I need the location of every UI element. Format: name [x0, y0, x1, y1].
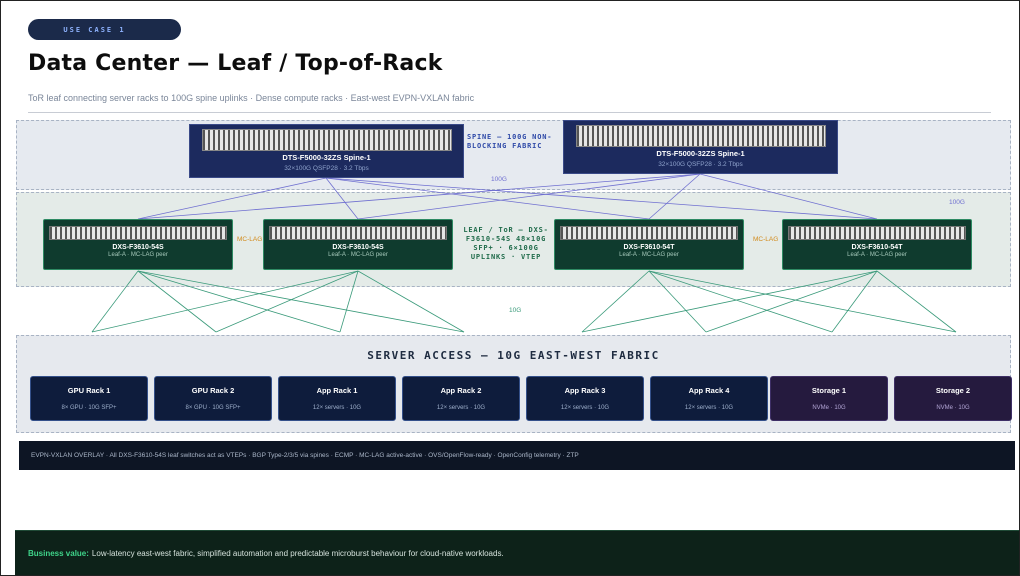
leaf-switch-4[interactable]: DXS-F3610-54T Leaf-A · MC-LAG peer	[782, 219, 972, 270]
rack-storage-2[interactable]: Storage 2 NVMe · 10G	[894, 376, 1012, 421]
spine-switch-2[interactable]: DTS-F5000-32ZS Spine-1 32×100G QSFP28 · …	[563, 120, 838, 174]
switch-ports-icon	[49, 226, 227, 240]
rack-spec: 12× servers · 10G	[684, 405, 734, 411]
rack-app-1[interactable]: App Rack 1 12× servers · 10G	[278, 376, 396, 421]
rack-name: App Rack 2	[440, 386, 482, 395]
leaf-role: Leaf-A · MC-LAG peer	[108, 252, 168, 258]
rack-name: Storage 2	[935, 386, 971, 395]
switch-ports-icon	[201, 129, 452, 151]
mclag-label-2: MC-LAG	[753, 236, 779, 243]
spine-spec: 32×100G QSFP28 · 3.2 Tbps	[284, 165, 369, 172]
rack-name: GPU Rack 2	[191, 386, 235, 395]
leaf-name: DXS-F3610-54S	[332, 244, 384, 251]
rack-app-3[interactable]: App Rack 3 12× servers · 10G	[526, 376, 644, 421]
spine-name: DTS-F5000-32ZS Spine-1	[656, 149, 745, 158]
rack-gpu-2[interactable]: GPU Rack 2 8× GPU · 10G SFP+	[154, 376, 272, 421]
business-value-banner: Business value: Low-latency east-west fa…	[15, 530, 1019, 575]
leaf-tier-label: LEAF / ToR — DXS-F3610-54S 48×10G SFP+ ·…	[463, 226, 549, 261]
rack-name: Storage 1	[811, 386, 847, 395]
rack-name: App Rack 3	[564, 386, 606, 395]
rack-app-2[interactable]: App Rack 2 12× servers · 10G	[402, 376, 520, 421]
rack-spec: 12× servers · 10G	[312, 405, 362, 411]
spine-switch-1[interactable]: DTS-F5000-32ZS Spine-1 32×100G QSFP28 · …	[189, 124, 464, 178]
mclag-label-1: MC-LAG	[237, 236, 263, 243]
switch-ports-icon	[269, 226, 447, 240]
business-value-text: Low-latency east-west fabric, simplified…	[91, 549, 504, 558]
leaf-switch-3[interactable]: DXS-F3610-54T Leaf-A · MC-LAG peer	[554, 219, 744, 270]
use-case-badge: USE CASE 1	[28, 19, 181, 40]
page-title: Data Center — Leaf / Top-of-Rack	[28, 51, 443, 76]
leaf-switch-2[interactable]: DXS-F3610-54S Leaf-A · MC-LAG peer	[263, 219, 453, 270]
rack-gpu-1[interactable]: GPU Rack 1 8× GPU · 10G SFP+	[30, 376, 148, 421]
spine-tier-label: SPINE — 100G NON-BLOCKING FABRIC	[467, 133, 553, 150]
spine-spec: 32×100G QSFP28 · 3.2 Tbps	[658, 161, 743, 168]
leaf-role: Leaf-A · MC-LAG peer	[328, 252, 388, 258]
leaf-role: Leaf-A · MC-LAG peer	[619, 252, 679, 258]
leaf-name: DXS-F3610-54S	[112, 244, 164, 251]
leaf-name: DXS-F3610-54T	[623, 244, 675, 251]
rack-name: App Rack 1	[316, 386, 358, 395]
rack-spec: NVMe · 10G	[812, 405, 846, 411]
leaf-switch-1[interactable]: DXS-F3610-54S Leaf-A · MC-LAG peer	[43, 219, 233, 270]
switch-ports-icon	[560, 226, 738, 240]
leaf-name: DXS-F3610-54T	[851, 244, 903, 251]
spine-name: DTS-F5000-32ZS Spine-1	[282, 153, 371, 162]
rack-app-4[interactable]: App Rack 4 12× servers · 10G	[650, 376, 768, 421]
server-tier-title: SERVER ACCESS — 10G EAST-WEST FABRIC	[367, 349, 660, 362]
header-divider	[28, 112, 991, 113]
uplink-speed-label-2: 100G	[949, 199, 965, 206]
access-speed-label: 10G	[509, 307, 522, 314]
rack-spec: 12× servers · 10G	[560, 405, 610, 411]
switch-ports-icon	[788, 226, 966, 240]
rack-name: App Rack 4	[688, 386, 730, 395]
rack-spec: 8× GPU · 10G SFP+	[61, 405, 117, 411]
rack-name: GPU Rack 1	[67, 386, 111, 395]
business-value-label: Business value:	[28, 549, 89, 558]
leaf-role: Leaf-A · MC-LAG peer	[847, 252, 907, 258]
uplink-speed-label: 100G	[491, 176, 507, 183]
rack-storage-1[interactable]: Storage 1 NVMe · 10G	[770, 376, 888, 421]
evpn-overlay-banner: EVPN-VXLAN OVERLAY · All DXS-F3610-54S l…	[19, 441, 1015, 470]
rack-spec: NVMe · 10G	[936, 405, 970, 411]
page-subtitle: ToR leaf connecting server racks to 100G…	[28, 93, 475, 103]
rack-spec: 8× GPU · 10G SFP+	[185, 405, 241, 411]
switch-ports-icon	[575, 125, 826, 147]
rack-spec: 12× servers · 10G	[436, 405, 486, 411]
spine-tier	[16, 120, 1011, 190]
